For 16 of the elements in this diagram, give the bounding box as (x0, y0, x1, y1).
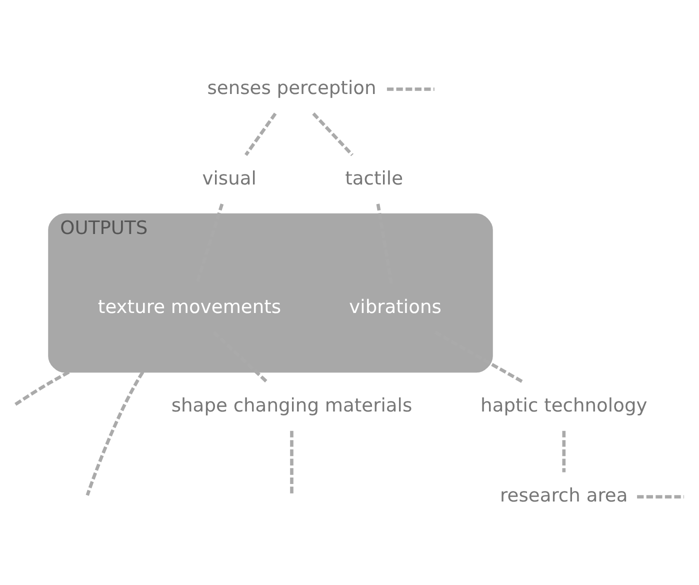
node-text: visual (202, 168, 256, 189)
node-text: senses perception (207, 78, 376, 99)
node-text: vibrations (349, 296, 442, 318)
connector (290, 430, 294, 495)
node-text: texture movements (98, 296, 282, 318)
connector (244, 112, 277, 156)
connector (637, 494, 684, 498)
connector (14, 370, 70, 406)
node-text: haptic technology (480, 394, 648, 416)
connector (86, 370, 144, 496)
node-text: shape changing materials (171, 394, 412, 416)
node-text: research area (500, 485, 628, 506)
node-text: tactile (345, 168, 404, 189)
connector (312, 112, 354, 156)
connector (562, 430, 566, 472)
connector (386, 87, 434, 90)
